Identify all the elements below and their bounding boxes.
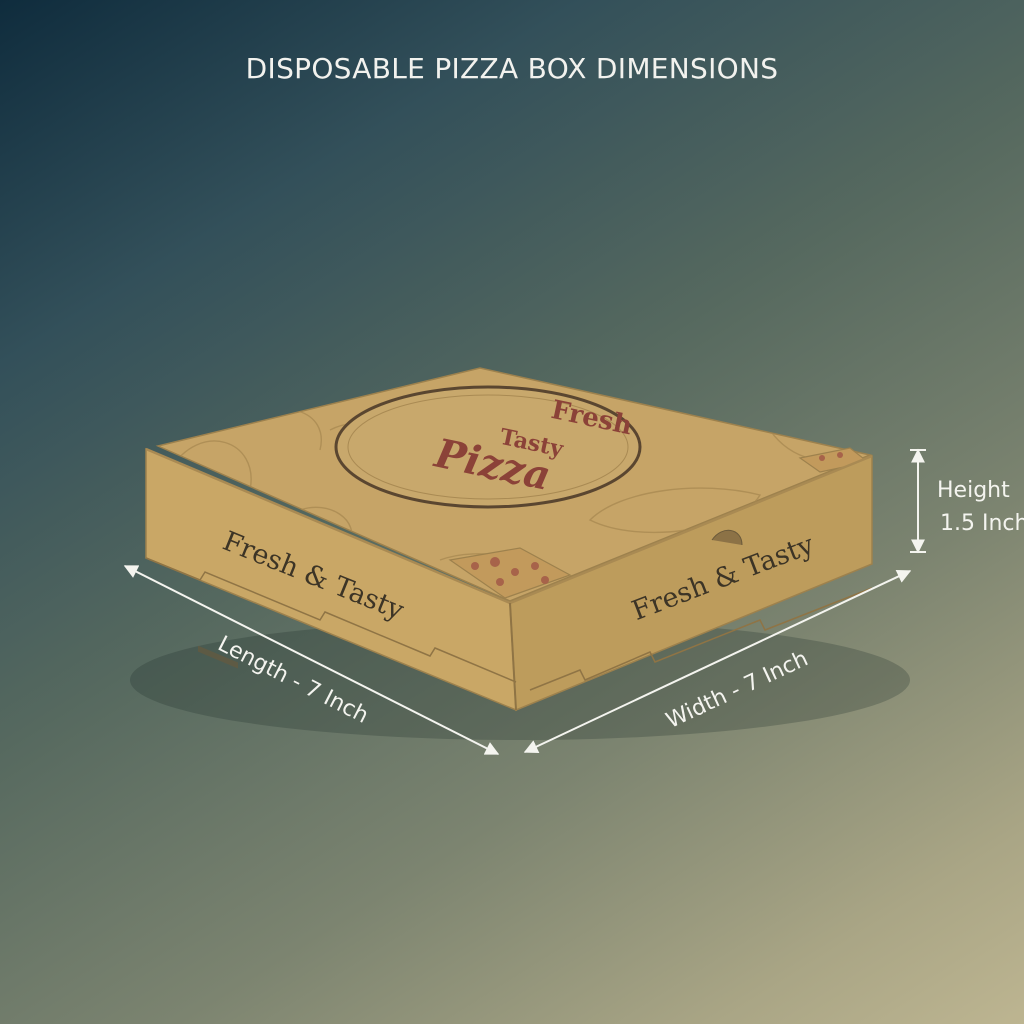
width-dimension-line <box>523 570 912 753</box>
height-label-line1: Height <box>937 478 1010 503</box>
height-label-line2: 1.5 Inch <box>940 511 1024 536</box>
box-front-corner-edge <box>509 602 517 711</box>
length-dimension-line <box>123 565 500 755</box>
lid-logo: Fresh Tasty Pizza <box>334 385 642 509</box>
page-title: DISPOSABLE PIZZA BOX DIMENSIONS <box>245 52 779 85</box>
thumb-notch <box>711 530 743 546</box>
